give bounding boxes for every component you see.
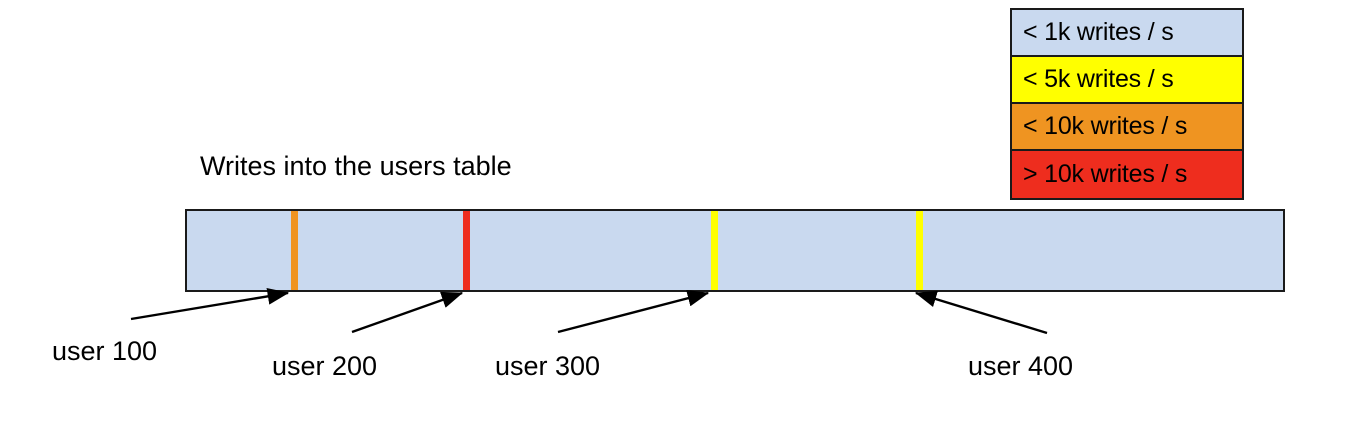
bar-stripe-user-200	[463, 211, 471, 290]
bar-stripe-user-100	[291, 211, 299, 290]
bar-stripe-user-300	[710, 211, 718, 290]
users-table-bar	[185, 209, 1285, 292]
legend-row-gt-10k: > 10k writes / s	[1012, 151, 1242, 198]
legend-label-lt-5k: < 5k writes / s	[1023, 65, 1174, 93]
legend-label-lt-1k: < 1k writes / s	[1023, 18, 1174, 46]
callout-label-user-100: user 100	[52, 336, 158, 366]
callout-label-user-200: user 200	[272, 351, 378, 381]
legend-label-lt-10k: < 10k writes / s	[1023, 112, 1188, 140]
legend-label-gt-10k: > 10k writes / s	[1023, 160, 1188, 188]
legend-row-lt-5k: < 5k writes / s	[1012, 57, 1242, 104]
bar-stripe-user-400	[915, 211, 923, 290]
callout-label-user-400: user 400	[968, 351, 1074, 381]
callout-arrow-user-200	[351, 291, 464, 334]
callout-label-user-300: user 300	[495, 351, 601, 381]
callout-arrow-user-300	[557, 290, 710, 334]
callout-arrow-user-400	[914, 290, 1048, 335]
writes-rate-legend: < 1k writes / s < 5k writes / s < 10k wr…	[1010, 8, 1244, 200]
chart-title: Writes into the users table	[200, 151, 512, 181]
legend-row-lt-1k: < 1k writes / s	[1012, 10, 1242, 57]
legend-row-lt-10k: < 10k writes / s	[1012, 104, 1242, 151]
callout-arrow-user-100	[130, 288, 290, 321]
